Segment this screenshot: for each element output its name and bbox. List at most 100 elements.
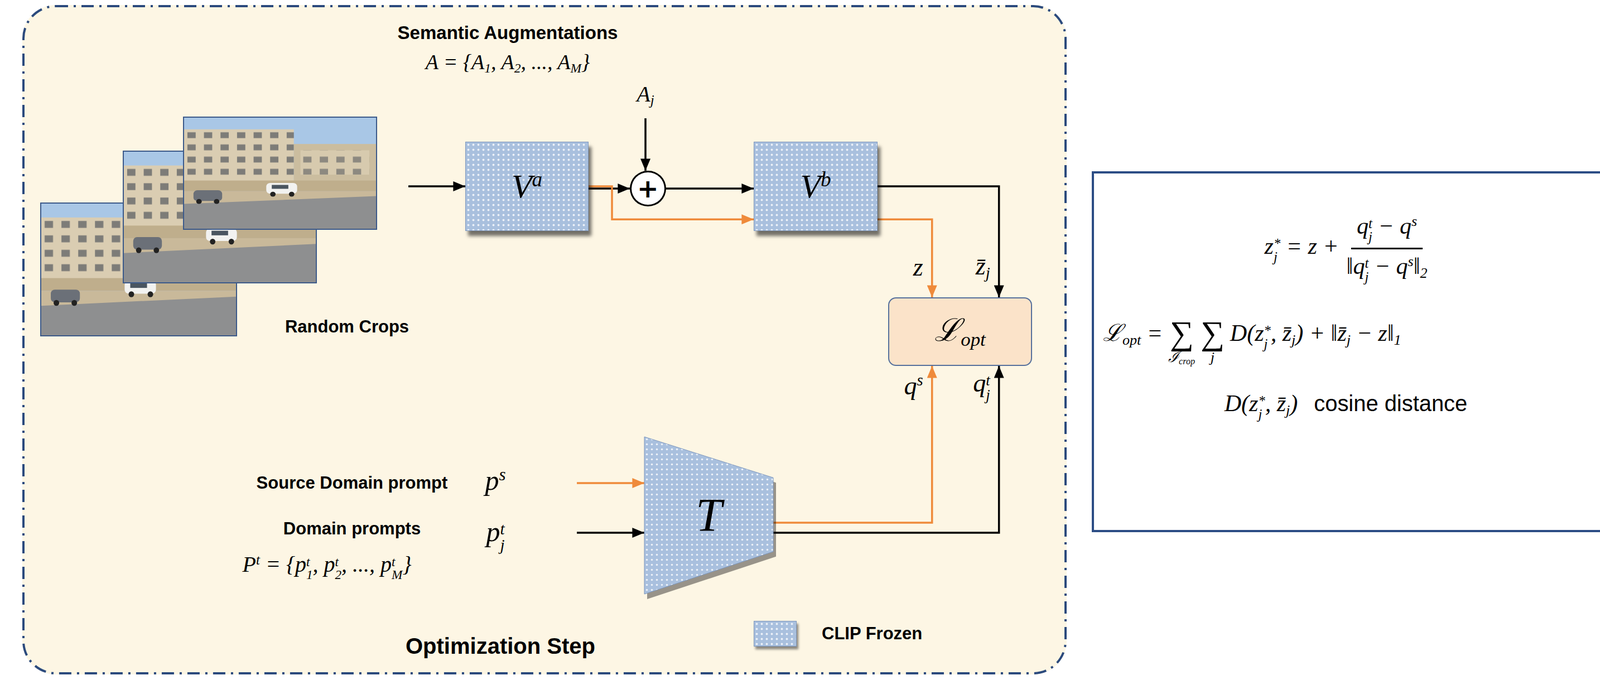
text-run: = z + [1280,233,1339,259]
text-run: Semantic Augmentations [397,22,619,43]
text-run: V [800,167,821,205]
text-run: z̄ [975,251,986,281]
text-run: 1 [484,60,491,76]
text-run: j [985,264,991,282]
text-run: j [650,92,655,108]
caption-label: Random Crops [285,316,409,337]
text-run: , z̄ [1270,320,1292,346]
image-encoder-box: Va [465,141,589,231]
panel-ground [22,5,1067,675]
script-pair: *j [1264,324,1271,352]
edge-label: qs [902,371,926,402]
subscript: 2 [335,569,342,582]
formula-text: ∑ [1200,315,1225,351]
loss-box: ℒopt [888,297,1033,366]
subscript: j [499,536,505,553]
text-run: , ..., A [520,50,571,74]
text-run: cosine distance [1307,391,1468,416]
formula-text: j [1210,350,1215,365]
text-run: 2 [514,60,522,76]
text-encoder-trapezoid: T [644,436,774,595]
edge-label: z̄j [973,251,993,283]
script-pair: *j [1273,237,1281,265]
subscript: j [1368,230,1373,244]
text-run: } [581,50,590,74]
box-label: Vb [800,167,831,206]
superscript: t [335,555,342,569]
subscript: M [391,569,403,582]
formula-text: ℒopt = [1102,315,1163,358]
text-run: − q [1372,213,1412,239]
script-pair: tM [391,555,403,582]
panel-title: Optimization Step [405,633,596,659]
text-run: , ..., p [341,551,392,577]
dash-dot-border [23,6,1066,674]
box-label: T [695,488,722,543]
connector-arrow [773,365,1000,533]
superscript: t [306,555,313,569]
text-run: − z‖ [1350,320,1394,346]
text-run: A [636,81,650,107]
connector-arrow [773,365,933,523]
text-run: D(z [1224,390,1259,417]
text-run: j [1285,402,1290,419]
text-run: Optimization Step [405,633,596,659]
text-run: s [498,464,506,485]
formula-box: z*j = z +qtj − qs‖qtj − qs‖2ℒopt =∑ℐcrop… [1091,171,1600,533]
subscript: j [1264,337,1271,351]
text-run: z [1264,233,1274,259]
script-pair: tj [1364,256,1369,284]
text-run: P [242,551,257,577]
text-run: q [1356,213,1369,239]
text-run: + [637,173,659,204]
text-run: , A [490,50,515,74]
input-arrow [408,185,466,188]
add-circle: + [629,170,667,207]
connector-arrow [588,186,754,220]
script-pair: t2 [335,555,342,582]
subscript: j [1273,250,1281,264]
crop-border [183,117,377,230]
legend-text: CLIP Frozen [821,623,923,644]
subscript: 1 [306,569,313,582]
superscript: * [1258,394,1265,408]
text-run: Domain prompts [283,518,421,539]
box-label: + [637,175,659,202]
augmentation-arrow [644,118,647,171]
crop-image [183,117,377,230]
formula-group: ∑ℐcrop [1168,315,1195,366]
text-run: ℒ [934,312,961,348]
superscript: t [391,555,403,569]
script-pair: tj [985,373,990,403]
formula-text: ‖qtj − qs‖2 [1346,249,1428,285]
subscript: j [985,388,990,404]
text-run: M [570,60,582,76]
text-run: Source Domain prompt [256,473,448,493]
text-run: ) + ‖z̄ [1295,320,1347,346]
text-run: A = {A [425,50,485,74]
formula-group: qtj − qs‖qtj − qs‖2 [1346,212,1428,284]
script-pair: t1 [306,555,313,582]
formula-text: D(z*j, z̄j) cosine distance [1224,389,1468,422]
subscript: j [1258,407,1265,422]
text-run: T [695,489,722,542]
formula-text: qtj − qs [1351,212,1423,250]
text-run: , z̄ [1265,390,1286,417]
text-run: = [1140,320,1163,346]
text-run: b [820,167,832,191]
prompt-arrow [576,482,645,485]
connector-arrow [877,186,1000,298]
text-run: ) [1289,390,1298,417]
text-run: q [904,371,918,400]
text-run: p [485,516,500,548]
text-run: j [1291,331,1296,349]
text-run: ∑ [1169,314,1194,352]
heading-label: Semantic Augmentations [397,22,619,44]
superscript: * [1273,237,1281,251]
text-run: ℐ [1168,349,1179,366]
text-run: , p [312,551,336,577]
text-run: 1 [1393,331,1401,349]
text-run: ℒ [1102,320,1123,346]
